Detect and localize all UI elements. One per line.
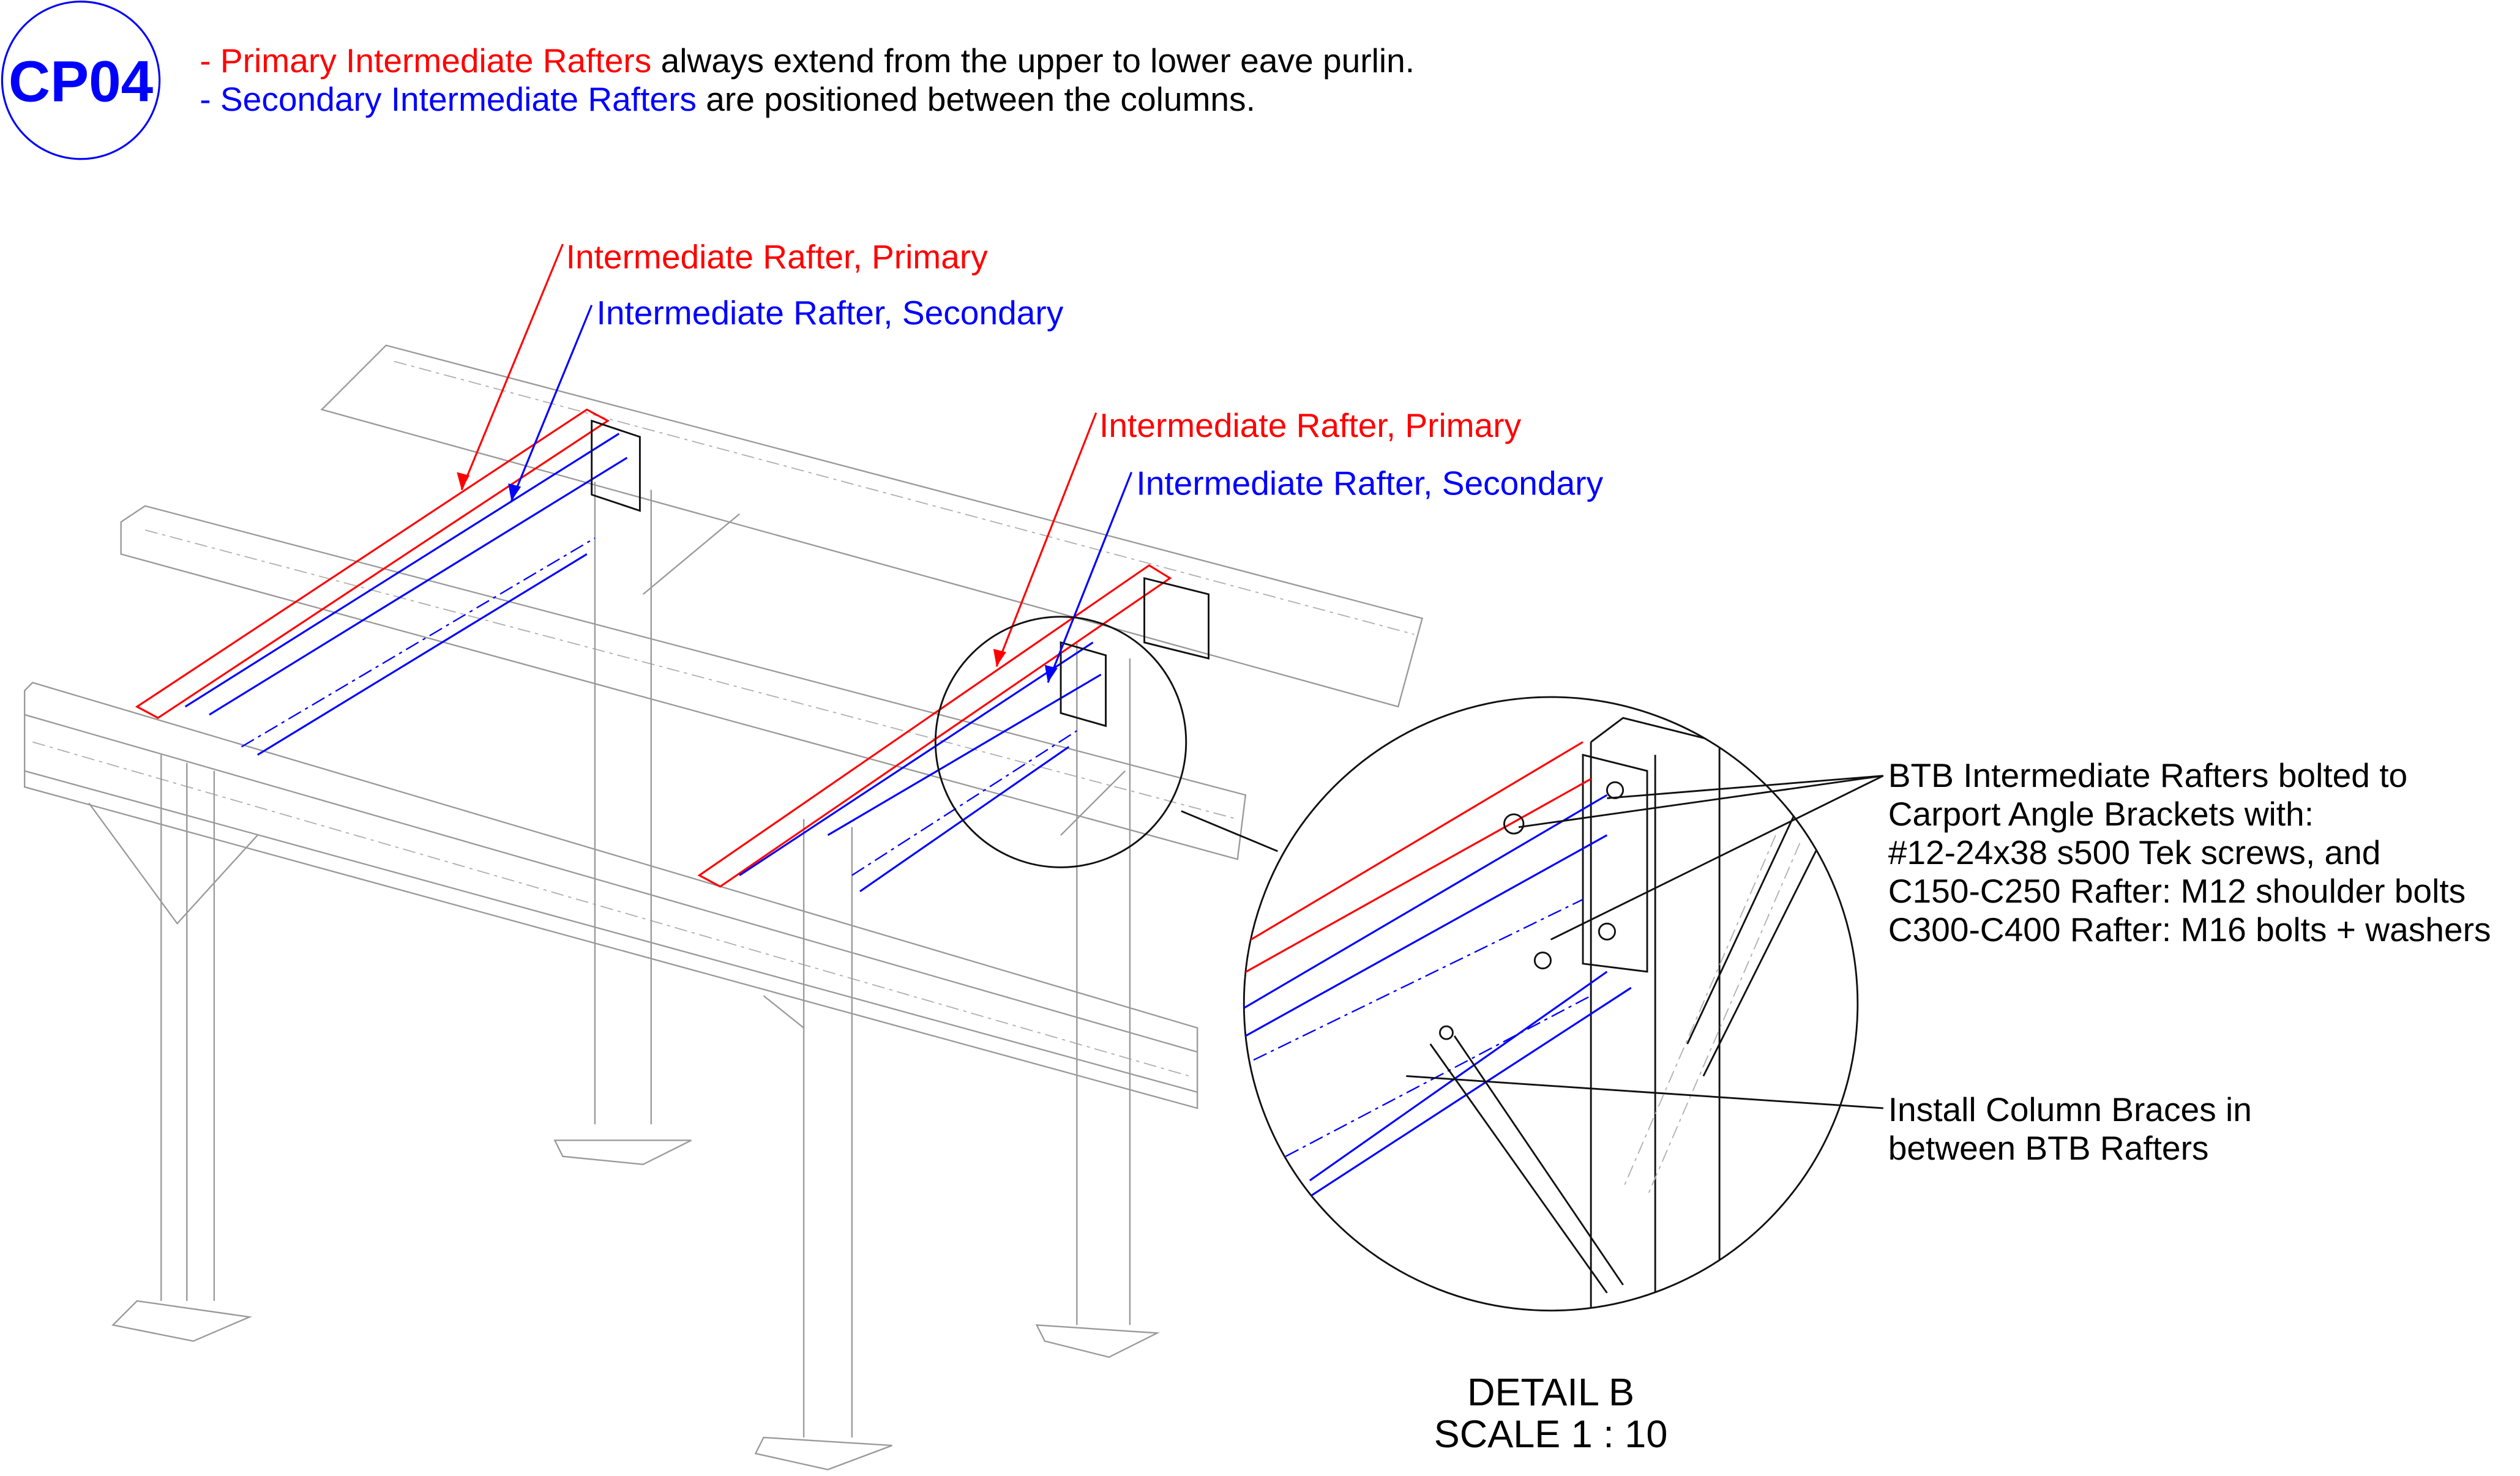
bolt-note-line: #12-24x38 s500 Tek screws, and bbox=[1888, 833, 2381, 871]
detail-b-view bbox=[1243, 696, 1859, 1312]
note-highlight: Primary Intermediate Rafters bbox=[220, 42, 651, 80]
note-highlight: Secondary Intermediate Rafters bbox=[220, 80, 697, 118]
callout-primary-rafter: Intermediate Rafter, Primary bbox=[566, 237, 989, 275]
detail-title: DETAIL B bbox=[1467, 1371, 1634, 1414]
note-primary: - Primary Intermediate Rafters always ex… bbox=[200, 42, 1415, 80]
bolt-note-line: Carport Angle Brackets with: bbox=[1888, 795, 2314, 833]
note-rest: are positioned between the columns. bbox=[697, 80, 1255, 118]
brace-note-line: between BTB Rafters bbox=[1888, 1129, 2209, 1167]
callout-secondary-rafter: Intermediate Rafter, Secondary bbox=[1136, 464, 1603, 502]
note-prefix: - bbox=[200, 42, 220, 80]
brace-note-line: Install Column Braces in bbox=[1888, 1090, 2252, 1128]
detail-b-marker[interactable] bbox=[934, 616, 1187, 868]
bolt-note-line: BTB Intermediate Rafters bolted to bbox=[1888, 756, 2408, 794]
detail-notes: BTB Intermediate Rafters bolted to Carpo… bbox=[1406, 756, 2491, 1167]
callouts: Intermediate Rafter, Primary Intermediat… bbox=[457, 237, 1604, 684]
detail-scale: SCALE 1 : 10 bbox=[1434, 1413, 1668, 1456]
bolt-note-line: C150-C250 Rafter: M12 shoulder bolts bbox=[1888, 872, 2466, 910]
note-prefix: - bbox=[200, 80, 220, 118]
note-rest: always extend from the upper to lower ea… bbox=[651, 42, 1415, 80]
callout-secondary-rafter: Intermediate Rafter, Secondary bbox=[597, 294, 1064, 332]
note-secondary: - Secondary Intermediate Rafters are pos… bbox=[200, 80, 1255, 118]
bolt-note-line: C300-C400 Rafter: M16 bolts + washers bbox=[1888, 911, 2491, 949]
callout-primary-rafter: Intermediate Rafter, Primary bbox=[1099, 406, 1522, 444]
step-badge: CP04 bbox=[1, 1, 161, 160]
step-badge-label: CP04 bbox=[9, 49, 154, 114]
carport-structure bbox=[24, 344, 1424, 1470]
